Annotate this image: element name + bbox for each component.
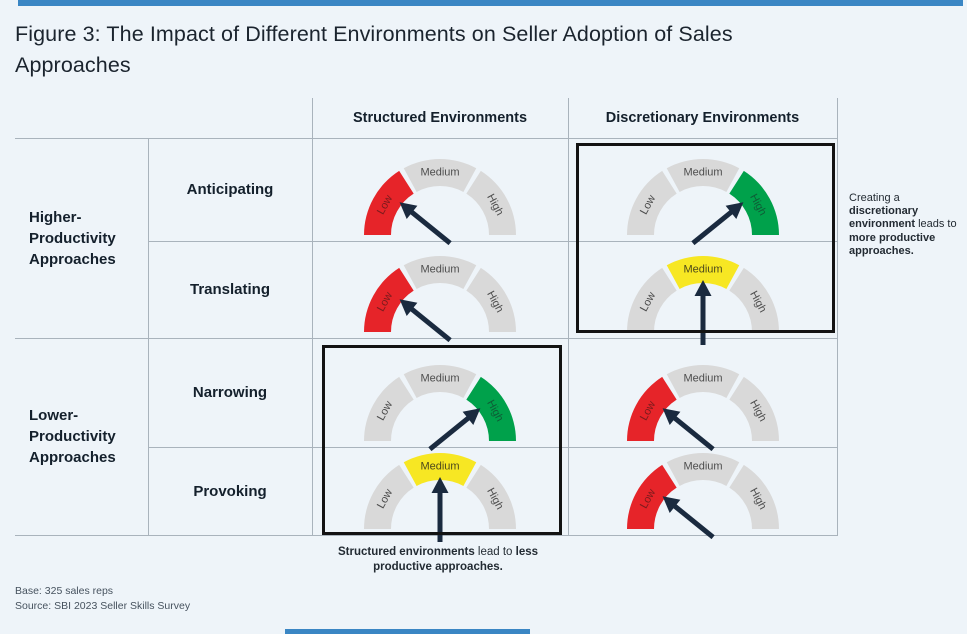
annotation-text: Creating a xyxy=(849,192,900,204)
bottom-accent-bar xyxy=(285,629,530,634)
annotation-text: lead to xyxy=(474,546,516,558)
figure-footnotes: Base: 325 sales reps Source: SBI 2023 Se… xyxy=(15,584,190,614)
row-label-translating: Translating xyxy=(189,281,271,298)
svg-text:Medium: Medium xyxy=(683,166,722,178)
svg-text:Medium: Medium xyxy=(683,372,722,384)
group-label-higher-productivity: Higher-Productivity Approaches xyxy=(29,208,116,268)
svg-text:Medium: Medium xyxy=(420,460,459,472)
grid-hline-bottom xyxy=(15,535,838,536)
annotation-discretionary: Creating a discretionary environment lea… xyxy=(849,192,967,258)
annotation-text-bold: Structured environments xyxy=(337,546,475,558)
grid-hline-groups xyxy=(15,338,838,339)
figure-title: Figure 3: The Impact of Different Enviro… xyxy=(15,22,733,77)
row-label-provoking: Provoking xyxy=(193,482,267,500)
row-label-narrowing: Narrowing xyxy=(192,384,268,401)
grid-hline-row1 xyxy=(148,241,838,242)
grid-vline-structured-left xyxy=(312,98,313,535)
svg-text:Medium: Medium xyxy=(420,263,459,275)
grid-vline-discretionary-left xyxy=(568,98,569,535)
annotation-text-bold: more productive approaches. xyxy=(849,231,936,257)
footnote-base: Base: 325 sales reps xyxy=(15,585,114,597)
group-label-lower-productivity: Lower-Productivity Approaches xyxy=(29,407,116,466)
svg-text:Medium: Medium xyxy=(420,372,459,384)
grid-vline-right xyxy=(837,98,838,535)
top-accent-bar xyxy=(18,0,963,6)
annotation-text: leads to xyxy=(915,218,957,231)
svg-text:Medium: Medium xyxy=(683,263,722,275)
svg-text:Medium: Medium xyxy=(420,166,459,178)
column-header-discretionary: Discretionary Environments xyxy=(605,110,800,126)
row-label-anticipating: Anticipating xyxy=(186,181,274,198)
grid-vline-labels xyxy=(148,138,149,535)
footnote-source: Source: SBI 2023 Seller Skills Survey xyxy=(15,600,191,613)
annotation-text-bold: less productive approaches. xyxy=(373,546,539,573)
grid-hline-row3 xyxy=(148,447,838,448)
grid-hline-header xyxy=(15,138,838,139)
svg-text:Medium: Medium xyxy=(683,460,722,472)
annotation-structured: Structured environments lead to less pro… xyxy=(310,545,566,575)
annotation-text-bold: discretionary environment xyxy=(849,205,919,231)
column-header-structured: Structured Environments xyxy=(352,110,528,126)
